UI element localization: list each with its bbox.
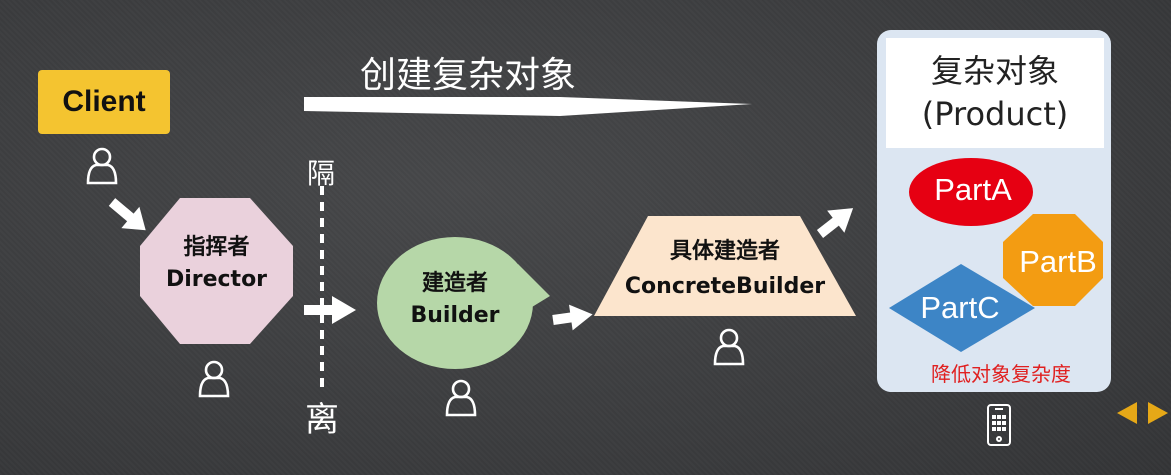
user-icon [86,147,118,185]
builder-shape [377,237,550,369]
user-icon [198,360,230,398]
part-c-shape [889,264,1035,352]
builder-name-en: Builder [410,302,500,328]
user-icon [713,328,745,366]
director-shape [140,198,293,344]
arrows [108,198,854,331]
director-label: 指挥者 Director [140,232,293,296]
part-b-shape [1003,214,1103,306]
builder-name-cn: 建造者 [421,271,488,296]
next-slide-icon[interactable] [1148,402,1168,424]
part-a-shape [909,158,1033,226]
arrow-icon [816,208,854,238]
user-icon [445,379,477,417]
concrete-builder-name-cn: 具体建造者 [669,239,780,264]
concrete-builder-label: 具体建造者 ConcreteBuilder [596,234,854,304]
builder-label: 建造者 Builder [390,268,520,332]
diagram-title: 创建复杂对象 [360,55,577,96]
prev-slide-icon[interactable] [1117,402,1137,424]
product-note: 降低对象复杂度 [931,362,1071,386]
separator-bottom-char: 离 [305,400,339,440]
product-title-cn: 复杂对象 [930,51,1059,90]
product-title: 复杂对象 (Product) [886,38,1104,148]
arrow-icon [304,296,356,324]
arrow-icon [552,304,593,331]
part-b-label: PartB [1019,244,1097,279]
part-a-label: PartA [934,172,1012,207]
client-box: Client [38,70,170,134]
director-name-en: Director [165,266,268,292]
product-title-en: (Product) [921,95,1069,133]
director-name-cn: 指挥者 [183,235,250,260]
product-parts [889,158,1103,352]
create-arrow [304,97,752,116]
concrete-builder-name-en: ConcreteBuilder [624,274,826,300]
separator-top-char: 隔 [307,157,336,190]
arrow-icon [108,198,146,231]
part-c-label: PartC [920,290,1000,325]
user-icons [86,147,745,417]
phone-icon [987,404,1011,446]
concrete-builder-shape [594,216,856,316]
